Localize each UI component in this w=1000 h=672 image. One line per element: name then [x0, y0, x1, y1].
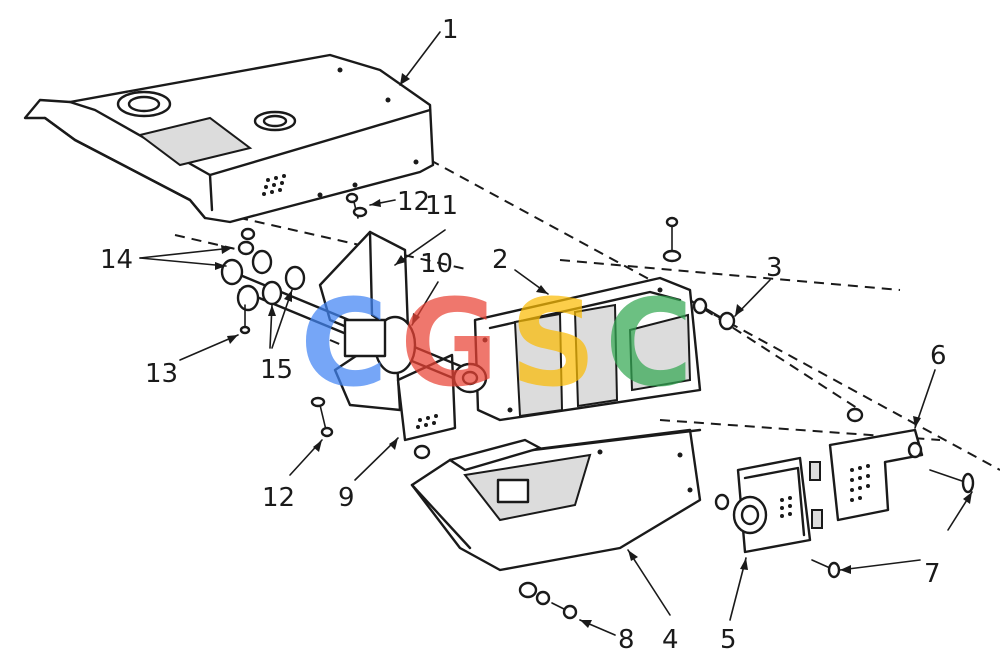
watermark-letter-c1: C [300, 275, 388, 414]
watermark-letter-c2: C [605, 275, 693, 414]
callout-13: 13 [145, 359, 178, 389]
part-14-15-bushings [220, 227, 306, 312]
callout-labels: 1 2 3 4 5 6 7 8 9 10 11 12 12 13 14 15 [100, 15, 947, 655]
leader-lines [139, 31, 973, 636]
callout-14: 14 [100, 245, 133, 275]
callout-12-lower: 12 [262, 483, 295, 513]
fasteners [239, 192, 975, 620]
callout-12-upper: 12 [397, 187, 430, 217]
callout-3: 3 [766, 253, 783, 283]
callout-15: 15 [260, 355, 293, 385]
cgsc-watermark-logo: C G S C [300, 275, 693, 414]
callout-4: 4 [662, 625, 679, 655]
watermark-letter-s: S [510, 275, 596, 414]
part-4-lower-panel [410, 428, 702, 572]
part-5-access-door [732, 456, 823, 554]
callout-1: 1 [442, 15, 459, 45]
callout-10: 10 [420, 249, 453, 279]
callout-7: 7 [924, 559, 941, 589]
callout-6: 6 [930, 341, 947, 371]
callout-5: 5 [720, 625, 737, 655]
part-10-column-shaft [238, 273, 488, 394]
watermark-letter-g: G [400, 275, 499, 414]
part-6-side-cover [828, 428, 924, 522]
callout-8: 8 [618, 625, 635, 655]
callout-9: 9 [338, 483, 355, 513]
part-1-hood-panel [23, 53, 435, 224]
callout-11: 11 [425, 191, 458, 221]
callout-2: 2 [492, 245, 509, 275]
part-2-dash-panel [473, 276, 702, 422]
